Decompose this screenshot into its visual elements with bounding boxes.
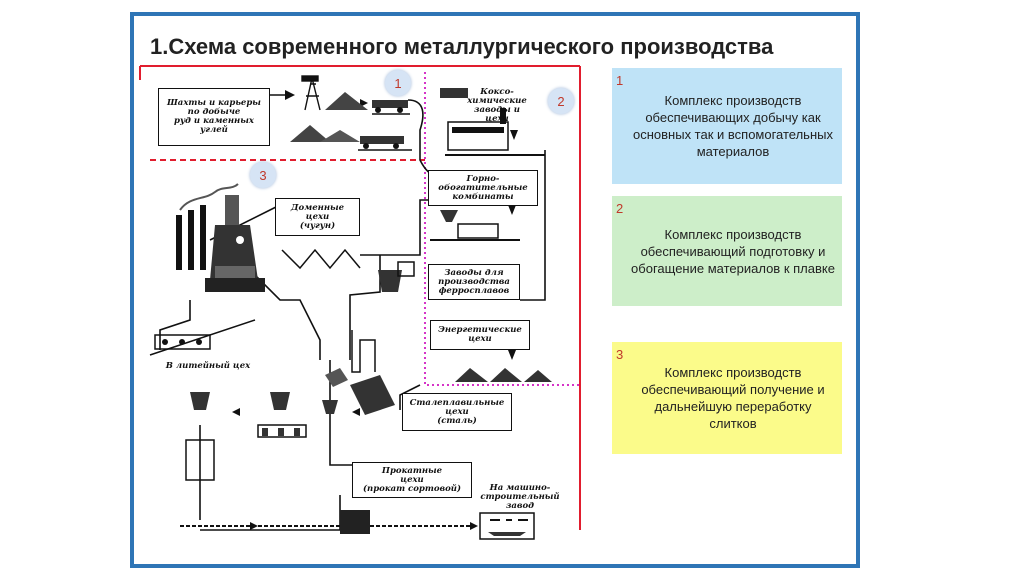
pink-dotted-divider <box>424 72 580 386</box>
panel-2-number: 2 <box>616 201 624 216</box>
panel-1-number: 1 <box>616 73 624 88</box>
enrich-box: Горно- обогатительные комбинаты <box>428 170 538 206</box>
machine-label: На машино- строительный завод <box>480 483 560 511</box>
arrow-energy <box>508 350 516 360</box>
energy-box: Энергетические цехи <box>430 320 530 350</box>
marker-3: 3 <box>250 162 276 188</box>
arrow-mines <box>285 90 295 100</box>
panel-3-text: Комплекс производств обеспечивающий полу… <box>641 365 825 431</box>
enrich-label: Горно- обогатительные комбинаты <box>438 173 528 202</box>
coke-label: Коксо- химические заводы и цехи <box>467 87 527 124</box>
arrow-steel-left <box>232 408 240 416</box>
panel-3-number: 3 <box>616 347 624 362</box>
steel-label: Сталеплавильные цехи (сталь) <box>409 397 505 426</box>
mines-box: Шахты и карьеры по добыче руд и каменных… <box>158 88 270 146</box>
panel-2: 2 Комплекс производств обеспечивающий по… <box>612 196 842 306</box>
mines-label: Шахты и карьеры по добыче руд и каменных… <box>167 98 261 135</box>
steel-box: Сталеплавильные цехи (сталь) <box>402 393 512 431</box>
foundry-label: В литейный цех <box>165 361 251 371</box>
arrow-enrich <box>510 130 518 140</box>
rolling-box: Прокатные цехи (прокат сортовой) <box>352 462 472 498</box>
panel-1-text: Комплекс производств обеспечивающих добы… <box>633 93 833 159</box>
marker-2: 2 <box>548 88 574 114</box>
arrow-ferro <box>508 205 516 215</box>
arrow-steel-right <box>352 408 360 416</box>
rolling-label: Прокатные цехи (прокат сортовой) <box>363 465 461 494</box>
blast-label: Доменные цехи (чугун) <box>290 202 345 231</box>
panel-1: 1 Комплекс производств обеспечивающих до… <box>612 68 842 184</box>
arrow-coke <box>360 99 368 107</box>
blast-box: Доменные цехи (чугун) <box>275 198 360 236</box>
marker-1: 1 <box>385 70 411 96</box>
arrow-machine <box>470 522 478 530</box>
panel-2-text: Комплекс производств обеспечивающий подг… <box>631 226 835 276</box>
slide-title: 1.Схема современного металлургического п… <box>150 34 774 59</box>
ferro-box: Заводы для производства ферросплавов <box>428 264 520 300</box>
energy-label: Энергетические цехи <box>438 325 522 344</box>
panel-3: 3 Комплекс производств обеспечивающий по… <box>612 342 842 454</box>
ferro-label: Заводы для производства ферросплавов <box>438 267 510 296</box>
